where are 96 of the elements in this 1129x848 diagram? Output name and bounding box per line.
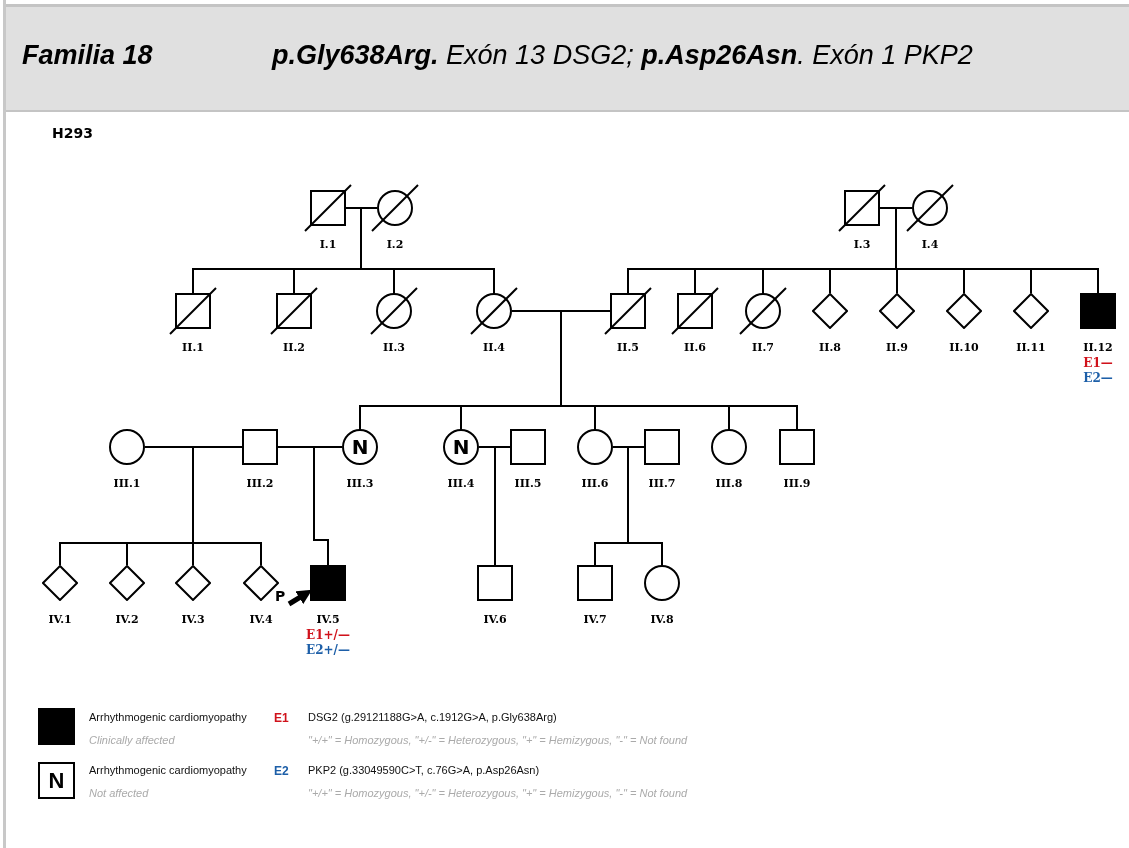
individual-id: IV.1: [47, 614, 73, 625]
legend-note: Not affected: [89, 786, 149, 801]
marriage-line: [612, 446, 645, 448]
individual-id: II.8: [818, 342, 842, 353]
genotype-key: "+/+" = Homozygous, "+/-" = Heterozygous, "+" = Hemizygous, "-" = Not found: [308, 785, 688, 802]
marriage-line: [879, 207, 913, 209]
female-symbol: [711, 429, 747, 465]
genotype-label: E2+/—: [305, 644, 351, 656]
unknown-sex-symbol: [946, 293, 982, 329]
individual-id: III.3: [345, 478, 375, 489]
individual-id: II.4: [482, 342, 506, 353]
female-symbol: [376, 293, 412, 329]
male-symbol: [310, 565, 346, 601]
individual-id: I.2: [385, 239, 405, 250]
individual-id: IV.2: [114, 614, 140, 625]
marriage-line: [277, 446, 343, 448]
genotype-label: E1—: [1082, 357, 1114, 369]
legend-swatch: N: [38, 762, 75, 799]
female-symbol: [912, 190, 948, 226]
individual-id: II.1: [181, 342, 205, 353]
male-symbol: [276, 293, 312, 329]
pedigree-id: H293: [52, 126, 93, 140]
individual-id: IV.7: [582, 614, 608, 625]
male-symbol: [577, 565, 613, 601]
individual-id: III.8: [714, 478, 744, 489]
individual-id: II.12: [1082, 342, 1114, 353]
individual-id: III.2: [245, 478, 275, 489]
individual-id: III.6: [580, 478, 610, 489]
unknown-sex-symbol: [109, 565, 145, 601]
descent-line: [192, 207, 495, 294]
marriage-line: [478, 446, 511, 448]
male-symbol: [1080, 293, 1116, 329]
male-symbol: [844, 190, 880, 226]
male-symbol: [510, 429, 546, 465]
male-symbol: [677, 293, 713, 329]
female-symbol: N: [342, 429, 378, 465]
individual-id: IV.8: [649, 614, 675, 625]
unknown-sex-symbol: [42, 565, 78, 601]
marriage-line: [345, 207, 378, 209]
descent-line: [627, 207, 1099, 294]
subtitle: p.Gly638Arg. Exón 13 DSG2; p.Asp26Asn. Exón 1 PKP2: [272, 42, 973, 69]
male-symbol: [310, 190, 346, 226]
legend-label: Arrhythmogenic cardiomyopathy: [89, 710, 247, 725]
unknown-sex-symbol: [175, 565, 211, 601]
individual-id: II.5: [616, 342, 640, 353]
title: Familia 18: [22, 42, 153, 69]
individual-id: II.7: [751, 342, 775, 353]
descent-line: [594, 446, 663, 566]
proband-marker: P: [275, 589, 286, 603]
marriage-line: [144, 446, 243, 448]
individual-id: II.11: [1015, 342, 1047, 353]
unknown-sex-symbol: [812, 293, 848, 329]
individual-id: I.1: [318, 239, 338, 250]
variant-tag: E2: [274, 762, 289, 780]
genotype-label: E2—: [1082, 372, 1114, 384]
female-symbol: [109, 429, 145, 465]
individual-id: II.6: [683, 342, 707, 353]
female-symbol: [745, 293, 781, 329]
legend-note: Clinically affected: [89, 733, 175, 748]
female-symbol: [476, 293, 512, 329]
individual-id: IV.3: [180, 614, 206, 625]
descent-line: [59, 446, 262, 566]
individual-id: II.2: [282, 342, 306, 353]
genotype-key: "+/+" = Homozygous, "+/-" = Heterozygous, "+" = Hemizygous, "-" = Not found: [308, 732, 688, 749]
male-symbol: [175, 293, 211, 329]
unknown-sex-symbol: [1013, 293, 1049, 329]
male-symbol: [477, 565, 513, 601]
male-symbol: [779, 429, 815, 465]
female-symbol: [644, 565, 680, 601]
variant-tag: E1: [274, 709, 289, 727]
male-symbol: [242, 429, 278, 465]
individual-id: IV.5: [315, 614, 341, 625]
genotype-label: E1+/—: [305, 629, 351, 641]
legend-label: Arrhythmogenic cardiomyopathy: [89, 763, 247, 778]
individual-id: III.5: [513, 478, 543, 489]
descent-line: [359, 310, 798, 430]
individual-id: III.9: [782, 478, 812, 489]
individual-id: I.4: [920, 239, 940, 250]
individual-id: I.3: [852, 239, 872, 250]
individual-id: II.10: [948, 342, 980, 353]
individual-id: IV.6: [482, 614, 508, 625]
female-symbol: [377, 190, 413, 226]
unknown-sex-symbol: [879, 293, 915, 329]
marriage-line: [511, 310, 611, 312]
female-symbol: N: [443, 429, 479, 465]
individual-id: III.1: [112, 478, 142, 489]
individual-id: II.9: [885, 342, 909, 353]
individual-id: II.3: [382, 342, 406, 353]
individual-id: IV.4: [248, 614, 274, 625]
variant-description: DSG2 (g.29121188G>A, c.1912G>A, p.Gly638Arg): [308, 710, 557, 725]
individual-id: III.7: [647, 478, 677, 489]
female-symbol: [577, 429, 613, 465]
variant-description: PKP2 (g.33049590C>T, c.76G>A, p.Asp26Asn): [308, 763, 540, 778]
male-symbol: [644, 429, 680, 465]
individual-id: III.4: [446, 478, 476, 489]
male-symbol: [610, 293, 646, 329]
